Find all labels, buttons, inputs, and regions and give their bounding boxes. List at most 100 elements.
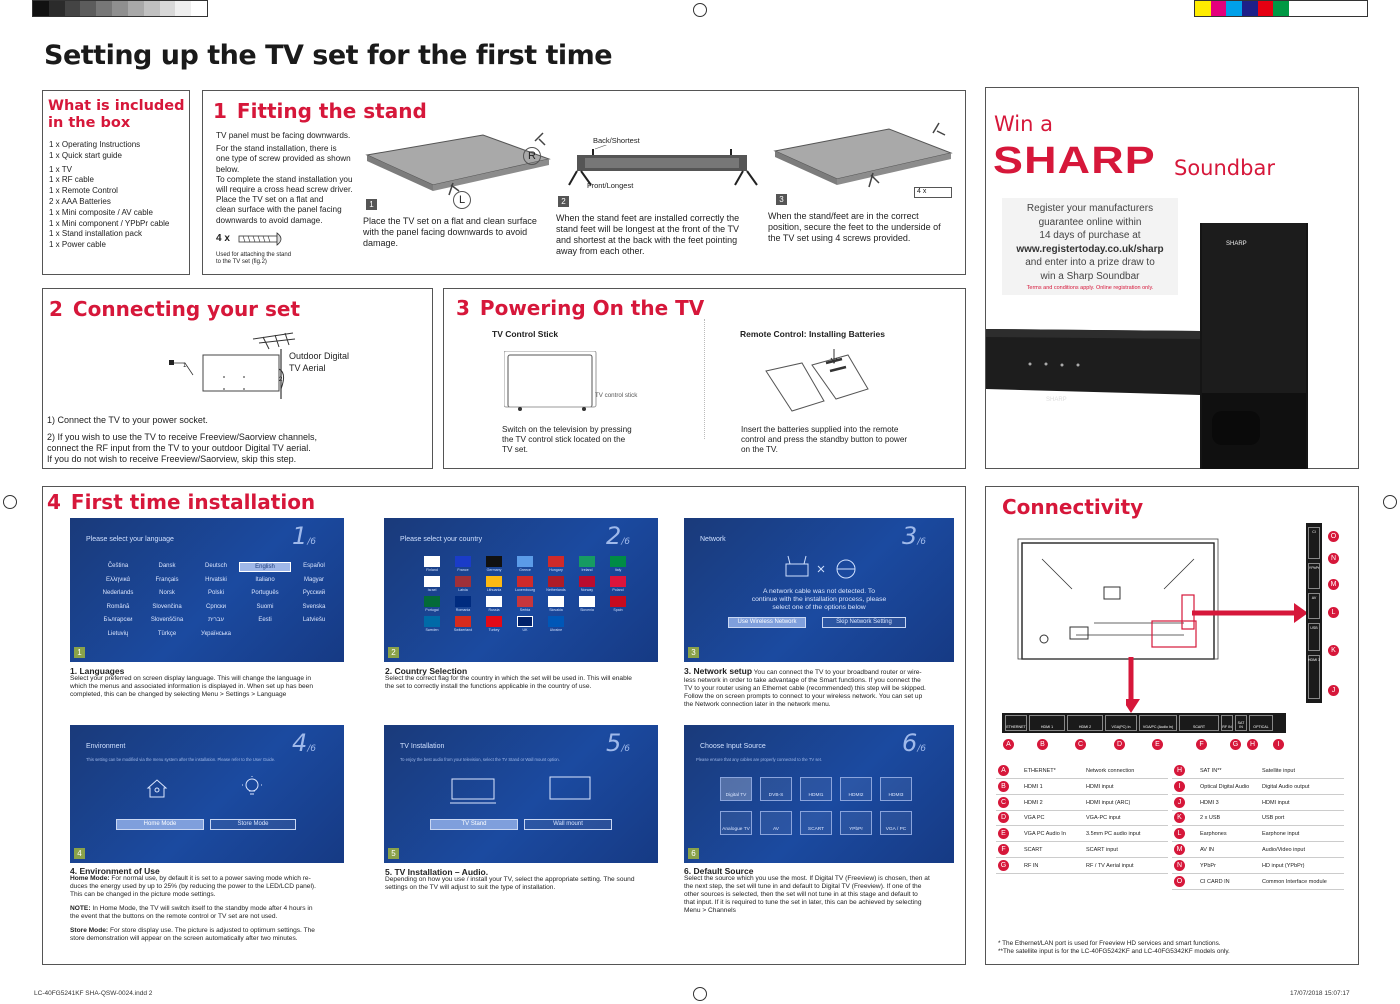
- language-option[interactable]: Български: [103, 617, 133, 623]
- flag-icon[interactable]: [517, 556, 533, 567]
- language-option[interactable]: Nederlands: [102, 590, 134, 596]
- language-option[interactable]: Polski: [207, 590, 224, 596]
- table-marker: D: [998, 812, 1009, 824]
- flag-icon[interactable]: [548, 616, 564, 627]
- connection-arrows: [1126, 603, 1308, 713]
- side-port-ci[interactable]: CI: [1308, 527, 1320, 559]
- language-option[interactable]: Français: [155, 576, 179, 583]
- language-option[interactable]: Hrvatski: [205, 576, 227, 583]
- source-option[interactable]: DVB-S: [760, 777, 792, 801]
- language-option[interactable]: Slovenščina: [150, 617, 184, 623]
- flag-icon[interactable]: [455, 616, 471, 627]
- flag-icon[interactable]: [610, 576, 626, 587]
- port-hdmi-1[interactable]: HDMI 1: [1029, 715, 1065, 731]
- side-port-ypbpr[interactable]: YPbPr: [1308, 563, 1320, 589]
- port-rf-in[interactable]: RF IN: [1221, 715, 1233, 731]
- table-port-desc: Common Interface module: [1262, 878, 1327, 885]
- language-option[interactable]: Slovenčina: [152, 603, 182, 610]
- port-optical[interactable]: OPTICAL: [1249, 715, 1273, 731]
- source-option[interactable]: Digital TV: [720, 777, 752, 801]
- table-port-name: Earphones: [1200, 831, 1227, 838]
- source-option[interactable]: VGA / PC: [880, 811, 912, 835]
- flag-icon[interactable]: [610, 596, 626, 607]
- language-option[interactable]: Српски: [206, 603, 226, 610]
- flag-icon[interactable]: [486, 616, 502, 627]
- screen-badge: 2: [388, 647, 399, 658]
- screen-header: Please select your language: [86, 536, 174, 543]
- port-hdmi-2[interactable]: HDMI 2: [1067, 715, 1103, 731]
- language-option[interactable]: Русский: [302, 590, 326, 596]
- flag-icon[interactable]: [455, 596, 471, 607]
- language-option[interactable]: Ελληνικά: [105, 576, 131, 583]
- language-option[interactable]: Čeština: [107, 563, 129, 569]
- source-option[interactable]: HDMI1: [800, 777, 832, 801]
- port-label: HDMI 1: [1040, 725, 1054, 729]
- language-option[interactable]: Lietuvių: [107, 630, 129, 637]
- flag-icon[interactable]: [610, 556, 626, 567]
- flag-icon[interactable]: [579, 576, 595, 587]
- port-scart[interactable]: SCART: [1179, 715, 1219, 731]
- promo-url[interactable]: www.registertoday.co.uk/sharp: [1016, 243, 1164, 255]
- source-option[interactable]: HDMI3: [880, 777, 912, 801]
- flag-icon[interactable]: [486, 596, 502, 607]
- footnote-satellite: **The satellite input is for the LC-40FG…: [998, 948, 1230, 955]
- language-option[interactable]: Svenska: [302, 603, 326, 610]
- flag-icon[interactable]: [455, 576, 471, 587]
- flag-icon[interactable]: [455, 556, 471, 567]
- side-port-usb[interactable]: USB: [1308, 623, 1320, 651]
- flag-icon[interactable]: [517, 576, 533, 587]
- flag-icon[interactable]: [486, 576, 502, 587]
- flag-icon[interactable]: [424, 556, 440, 567]
- source-option[interactable]: YPbPr: [840, 811, 872, 835]
- language-option[interactable]: Português: [251, 590, 279, 596]
- flag-icon[interactable]: [548, 596, 564, 607]
- language-option[interactable]: Українська: [200, 630, 232, 637]
- flag-icon[interactable]: [424, 616, 440, 627]
- language-option[interactable]: Dansk: [158, 563, 176, 569]
- language-option[interactable]: Italiano: [255, 576, 275, 583]
- port-sat-in[interactable]: SAT IN: [1235, 715, 1247, 731]
- language-option[interactable]: Español: [303, 563, 325, 569]
- language-option[interactable]: Latviešu: [302, 617, 326, 623]
- language-option[interactable]: עברית: [208, 617, 224, 623]
- side-port-av[interactable]: AV: [1308, 593, 1320, 619]
- port-marker-n: N: [1328, 553, 1339, 564]
- wall-mount-button[interactable]: Wall mount: [524, 819, 612, 830]
- flag-icon[interactable]: [424, 576, 440, 587]
- country-label: Hungary: [549, 568, 563, 572]
- source-option[interactable]: Analogue TV: [720, 811, 752, 835]
- store-mode-button[interactable]: Store Mode: [210, 819, 296, 830]
- language-option[interactable]: Norsk: [159, 590, 175, 596]
- flag-icon[interactable]: [486, 556, 502, 567]
- flag-icon[interactable]: [548, 556, 564, 567]
- language-option[interactable]: English: [239, 562, 291, 572]
- tv-installation-message: To enjoy the best audio from your televi…: [400, 757, 560, 762]
- flag-icon[interactable]: [424, 596, 440, 607]
- use-wireless-button[interactable]: Use Wireless Network: [728, 617, 806, 628]
- port-vga-pc-audio-in-[interactable]: VGA/PC (Audio In): [1139, 715, 1177, 731]
- language-option[interactable]: Eesti: [258, 617, 272, 623]
- side-port-hdmi-3[interactable]: HDMI 3: [1308, 655, 1320, 699]
- language-option[interactable]: Magyar: [303, 576, 324, 583]
- port-ethernet[interactable]: ETHERNET: [1005, 715, 1027, 731]
- tv-stand-button[interactable]: TV Stand: [430, 819, 518, 830]
- language-option[interactable]: Türkçe: [157, 630, 177, 637]
- port-vga-pc-in[interactable]: VGA(PC) In: [1105, 715, 1137, 731]
- skip-network-button[interactable]: Skip Network Setting: [822, 617, 906, 628]
- source-option[interactable]: AV: [760, 811, 792, 835]
- source-option[interactable]: SCART: [800, 811, 832, 835]
- flag-icon[interactable]: [579, 556, 595, 567]
- home-mode-button[interactable]: Home Mode: [116, 819, 204, 830]
- flag-icon[interactable]: [548, 576, 564, 587]
- language-option[interactable]: Română: [106, 603, 130, 610]
- source-option[interactable]: HDMI2: [840, 777, 872, 801]
- table-marker: A: [998, 765, 1009, 776]
- flag-icon[interactable]: [579, 596, 595, 607]
- port-label: VGA/PC (Audio In): [1142, 725, 1174, 729]
- language-option[interactable]: Deutsch: [204, 563, 227, 569]
- language-option[interactable]: Suomi: [256, 603, 274, 610]
- flag-icon[interactable]: [517, 616, 533, 627]
- flag-icon[interactable]: [517, 596, 533, 607]
